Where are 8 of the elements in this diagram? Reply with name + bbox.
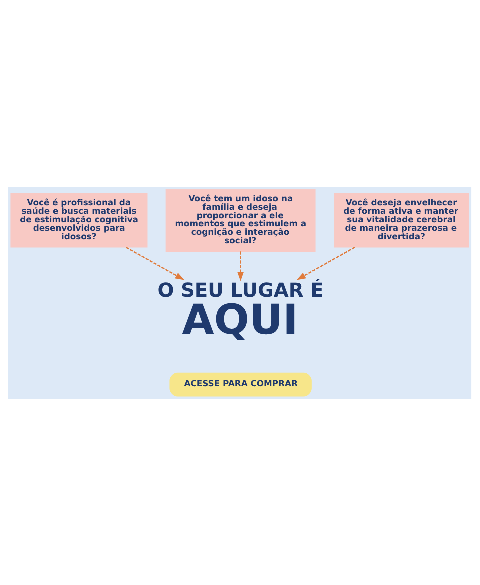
arrow — [126, 246, 185, 280]
arrow — [296, 246, 356, 280]
arrow — [238, 251, 244, 281]
node-box: Você tem um idoso na família e deseja proporcionar a ele momentos que estimulem a cognição e interação social? — [166, 188, 316, 252]
node-text: O SEU LUGAR É AQUI — [158, 278, 324, 344]
node-box: Você é profissional da saúde e busca materiais de estimulação cognitiva desenvolvidos para idosos? — [10, 192, 148, 248]
node-box: ACESSE PARA COMPRAR — [170, 372, 312, 396]
node-box: Você deseja envelhecer de forma ativa e manter sua vitalidade cerebral de maneira prazerosa e divertida? — [334, 192, 470, 248]
